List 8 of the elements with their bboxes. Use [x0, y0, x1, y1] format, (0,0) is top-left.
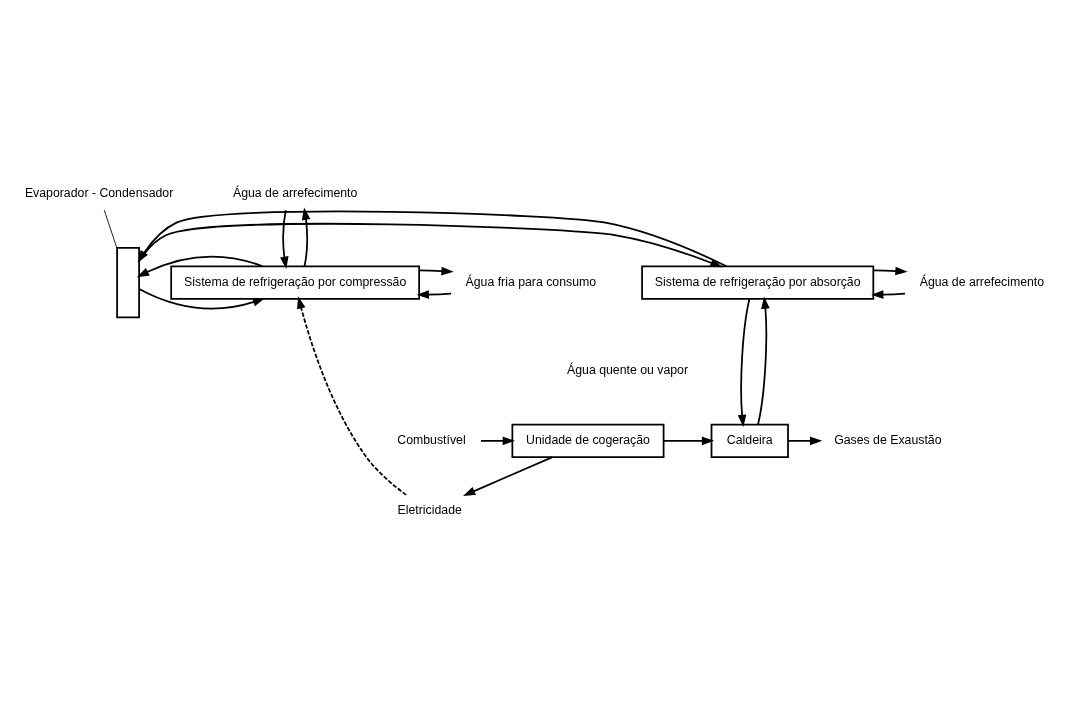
node-text: Água de arrefecimento: [919, 274, 1045, 289]
node-text: Combustível: [397, 433, 466, 448]
node-text: Água de arrefecimento: [232, 186, 358, 201]
node-text: Gases de Exaustão: [834, 433, 942, 448]
node-text: Água fria para consumo: [465, 274, 597, 289]
label: Água quente ou vapor: [567, 363, 689, 378]
node-text: Evaporador - Condensador: [24, 186, 174, 201]
node-text: Eletricidade: [397, 503, 462, 518]
